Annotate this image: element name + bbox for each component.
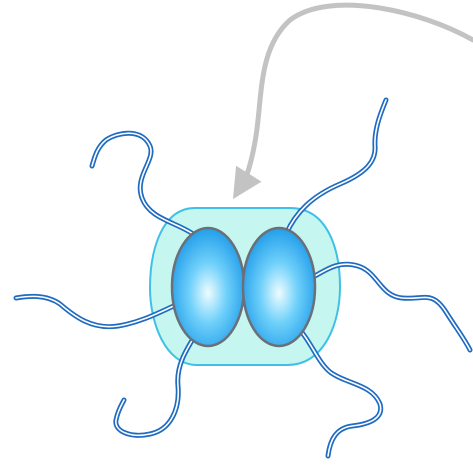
curved-arrow [243, 5, 473, 183]
lobe-left [172, 228, 244, 346]
lobe-right [243, 228, 315, 346]
tail-upper-right-outer [286, 100, 386, 234]
